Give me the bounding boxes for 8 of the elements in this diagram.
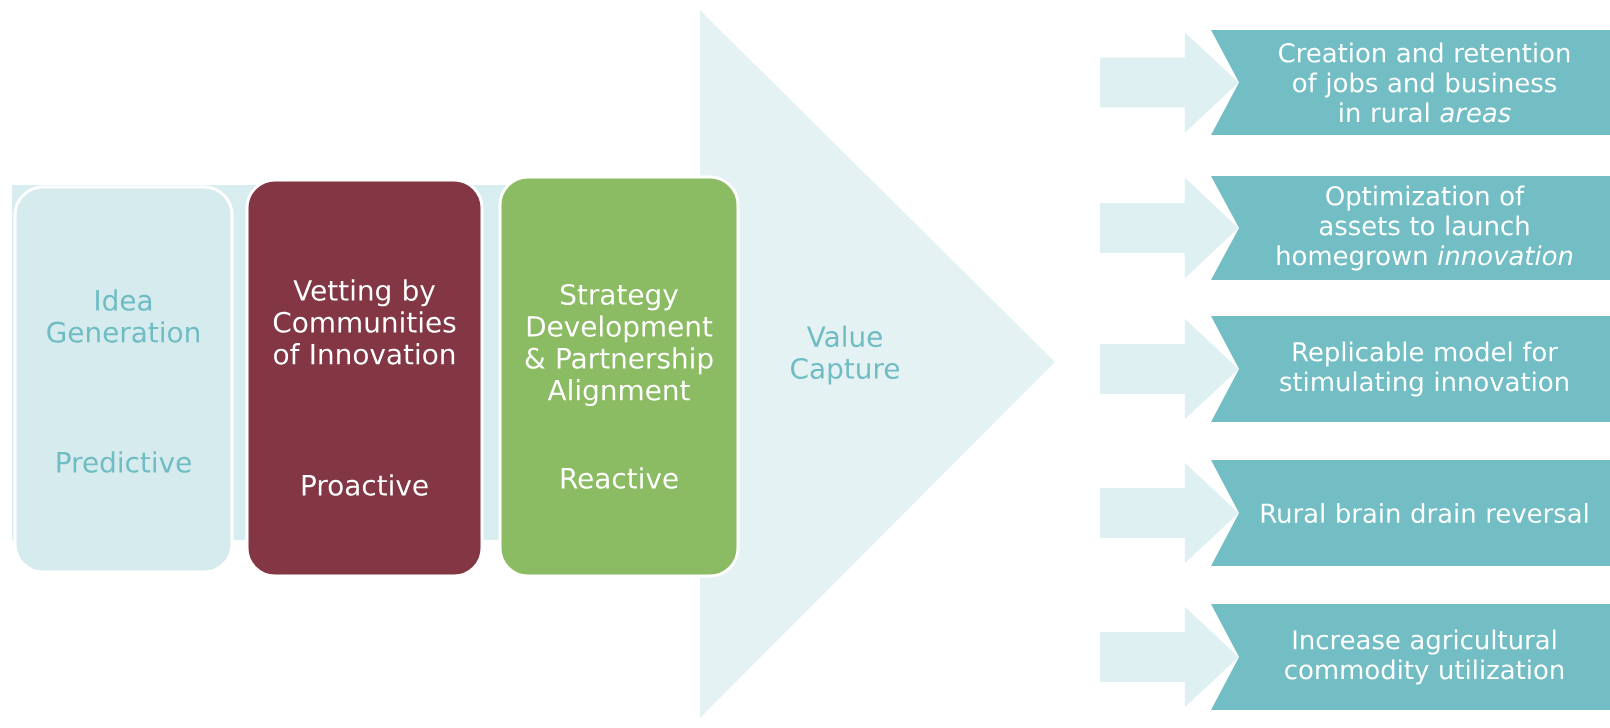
process-box: Strategy Development & Partnership Alignment Reactive — [498, 175, 740, 578]
banner: Creation and retention of jobs and business in rural areas — [1211, 30, 1610, 135]
process-box: Vetting by Communities of Innovation Proactive — [245, 178, 484, 578]
banner: Optimization of assets to launch homegrown innovation — [1211, 176, 1610, 280]
process-box: Idea Generation Predictive — [13, 185, 234, 574]
banner: Increase agricultural commodity utilization — [1211, 604, 1610, 710]
banner: Replicable model for stimulating innovation — [1211, 316, 1610, 422]
banner: Rural brain drain reversal — [1211, 460, 1610, 566]
